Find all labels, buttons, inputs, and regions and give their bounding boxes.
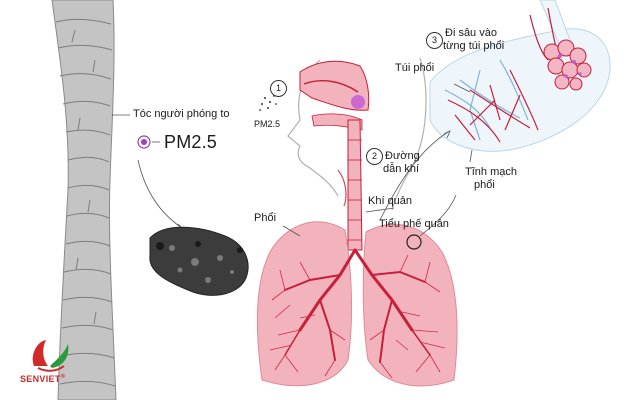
step-3-badge: 3 [426, 32, 443, 49]
pm25-big-label: PM2.5 [164, 132, 218, 152]
step-1-badge: 1 [270, 80, 287, 97]
hair-label: Tóc người phóng to [133, 108, 230, 120]
bronchiole-marker [406, 234, 422, 250]
airway-label-line2: dẫn khí [383, 163, 420, 175]
hair-strand [51, 0, 117, 400]
airway-label-line1: Đường [385, 150, 420, 162]
lung-label: Phổi [254, 212, 277, 224]
pm25-dots-small [259, 95, 277, 111]
bronchiole-label: Tiểu phế quản [379, 218, 449, 230]
senviet-logo-mark [32, 340, 69, 372]
pm25-small-label: PM2.5 [254, 119, 281, 129]
senviet-logo-text: SENVIET® [20, 374, 65, 384]
left-lung [256, 221, 353, 387]
logo-registered-mark: ® [60, 374, 66, 380]
logo-wordmark: SENVIET [20, 374, 61, 384]
alveoli-label: Túi phổi [395, 62, 435, 74]
connector-lines [282, 83, 473, 237]
step-2-badge: 2 [366, 148, 383, 165]
alveoli-inset [429, 0, 611, 152]
particle-cluster [149, 226, 249, 296]
pm25-particle-dot [137, 135, 151, 149]
nasal-airway [299, 60, 370, 251]
pulmonary-vein-label-line2: phổi [474, 179, 495, 191]
pulmonary-vein-label-line1: Tĩnh mạch [465, 166, 517, 178]
lungs [256, 221, 458, 387]
deep-alveoli-label-line2: từng túi phổi [443, 40, 505, 52]
deep-alveoli-label-line1: Đi sâu vào [445, 27, 497, 39]
trachea-label: Khí quản [368, 195, 413, 207]
